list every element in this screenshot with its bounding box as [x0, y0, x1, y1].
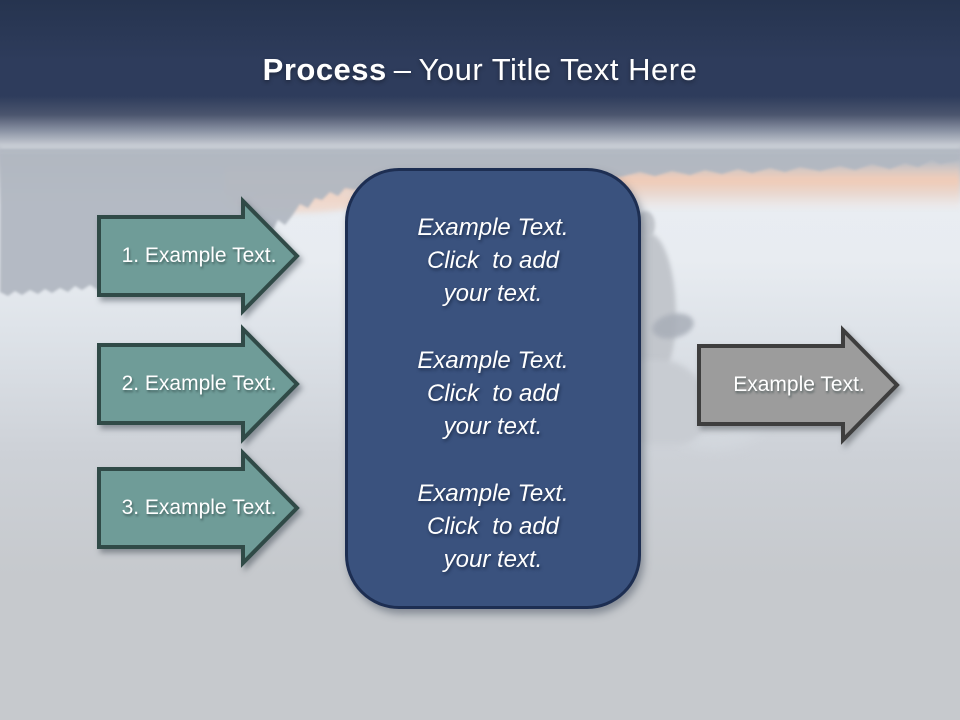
output-arrow[interactable]: Example Text. [697, 325, 901, 445]
process-step-2-label: 2. Example Text. [121, 372, 277, 395]
detail-line: Example Text. [417, 214, 569, 241]
process-step-arrow-1[interactable]: 1. Example Text. [97, 196, 301, 316]
process-step-arrow-3[interactable]: 3. Example Text. [97, 448, 301, 568]
process-step-arrow-2[interactable]: 2. Example Text. [97, 324, 301, 444]
process-detail-box[interactable]: Example Text. Click to add your text. Ex… [345, 168, 641, 609]
detail-line: Click to add [426, 513, 560, 540]
detail-line: your text. [443, 280, 543, 307]
title-keyword: Process [262, 52, 387, 87]
arrow-right-shape [97, 324, 300, 444]
slide-title: Process–Your Title Text Here [0, 0, 960, 88]
arrow-right-shape [97, 448, 300, 568]
arrow-right-shape [697, 325, 900, 445]
treeline-reflection [0, 130, 960, 296]
detail-line: your text. [443, 413, 543, 440]
arrow-right-shape [97, 196, 300, 316]
detail-paragraph-2: Example Text. Click to add your text. [348, 344, 638, 443]
detail-paragraph-3: Example Text. Click to add your text. [348, 477, 638, 576]
output-arrow-label: Example Text. [733, 373, 865, 396]
detail-line: Click to add [426, 247, 560, 274]
title-separator: – [393, 52, 412, 87]
process-step-1-label: 1. Example Text. [121, 244, 277, 267]
detail-line: Example Text. [417, 347, 569, 374]
title-text: Your Title Text Here [418, 52, 698, 87]
detail-line: Example Text. [417, 480, 569, 507]
process-step-3-label: 3. Example Text. [121, 496, 277, 519]
title-bar: Process–Your Title Text Here [0, 0, 960, 155]
detail-line: your text. [443, 546, 543, 573]
detail-line: Click to add [426, 380, 560, 407]
detail-paragraph-1: Example Text. Click to add your text. [348, 211, 638, 310]
